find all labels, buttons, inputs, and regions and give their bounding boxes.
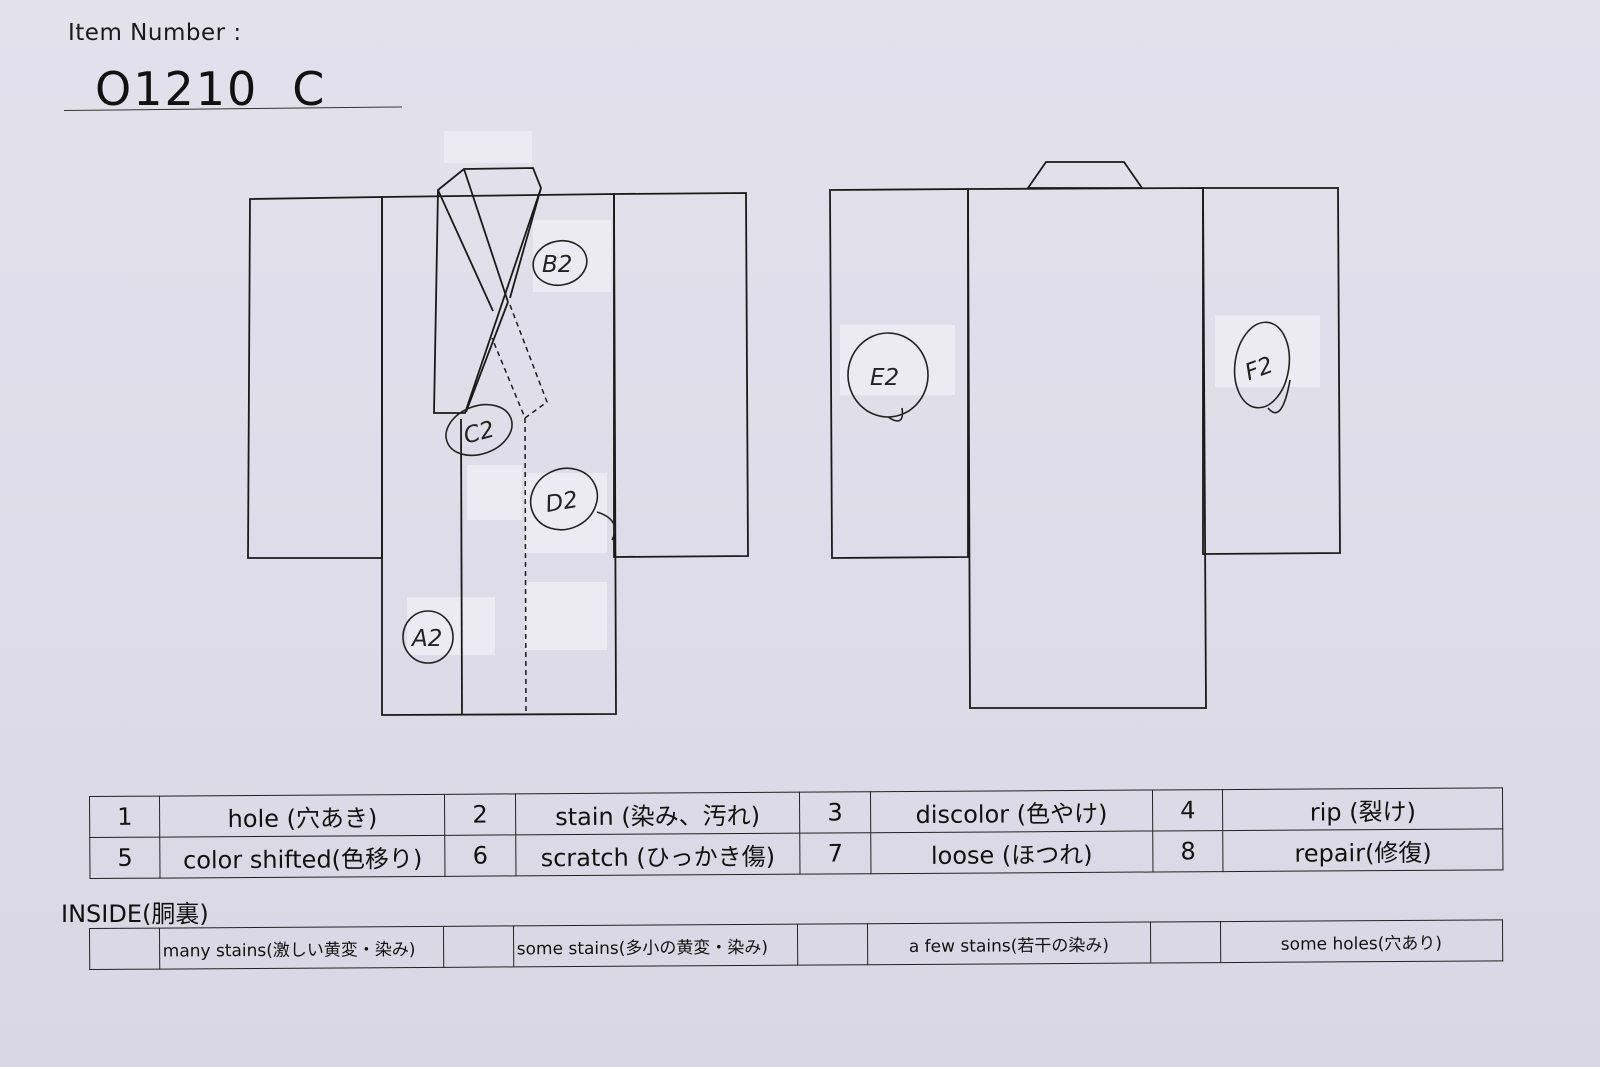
legend-num: 4 bbox=[1152, 789, 1224, 832]
legend-num: 1 bbox=[89, 796, 161, 838]
back-body bbox=[967, 187, 1207, 709]
inside-checkbox[interactable] bbox=[1150, 921, 1221, 964]
overlap-dashed-line bbox=[524, 417, 527, 715]
tape-patches bbox=[407, 131, 1320, 655]
tape-patch bbox=[840, 325, 955, 395]
item-number-suffix: C bbox=[292, 62, 327, 116]
marker-label-e2: E2 bbox=[870, 365, 899, 391]
marker-circle-c2 bbox=[445, 403, 513, 457]
tape-patch bbox=[525, 582, 607, 650]
front-right-sleeve bbox=[613, 192, 749, 558]
legend-label: hole (穴あき) bbox=[159, 794, 446, 838]
inside-lining-table: many stains(激しい黄変・染み) some stains(多小の黄変・… bbox=[89, 919, 1503, 970]
marker-label-a2: A2 bbox=[410, 626, 442, 652]
legend-row: 5 color shifted(色移り) 6 scratch (ひっかき傷) 7… bbox=[89, 828, 1503, 879]
damage-markers bbox=[402, 239, 1291, 664]
inside-row: many stains(激しい黄変・染み) some stains(多小の黄変・… bbox=[89, 919, 1503, 970]
tape-patch bbox=[444, 131, 532, 163]
front-body bbox=[381, 193, 617, 716]
marker-circle-d2 bbox=[529, 467, 599, 531]
tape-patch bbox=[467, 465, 522, 520]
marker-circle-a2 bbox=[402, 610, 454, 664]
marker-circle-b2 bbox=[532, 239, 588, 287]
back-collar bbox=[1026, 161, 1144, 189]
tape-patch bbox=[525, 473, 607, 553]
inside-checkbox[interactable] bbox=[443, 925, 514, 968]
item-number-value: O1210 C bbox=[95, 62, 326, 116]
inside-label: many stains(激しい黄変・染み) bbox=[159, 926, 444, 970]
marker-tail-d2 bbox=[596, 511, 616, 541]
legend-label: repair(修復) bbox=[1223, 828, 1503, 872]
legend-num: 7 bbox=[800, 832, 871, 875]
item-number-code: O1210 bbox=[95, 62, 259, 116]
legend-label: rip (裂け) bbox=[1222, 787, 1503, 831]
collar-cross-line bbox=[437, 189, 494, 312]
legend-num: 5 bbox=[89, 837, 161, 879]
legend-num: 6 bbox=[445, 834, 516, 877]
inner-collar-dashed bbox=[491, 304, 548, 420]
marker-label-c2: C2 bbox=[461, 417, 497, 450]
tape-patch bbox=[1215, 315, 1320, 387]
legend-label: loose (ほつれ) bbox=[870, 831, 1154, 874]
legend-label: discolor (色やけ) bbox=[870, 790, 1153, 833]
inside-label: a few stains(若干の染み) bbox=[867, 922, 1151, 965]
legend-num: 2 bbox=[444, 793, 516, 836]
legend-label: stain (染み、汚れ) bbox=[515, 792, 801, 835]
kimono-front bbox=[247, 167, 749, 716]
inside-label: some stains(多小の黄変・染み) bbox=[513, 924, 798, 967]
collar-inner-line bbox=[465, 301, 509, 413]
item-number-label: Item Number : bbox=[68, 20, 242, 46]
marker-label-d2: D2 bbox=[544, 487, 580, 518]
collar-fold-line bbox=[463, 168, 509, 303]
marker-tail-f2 bbox=[1267, 379, 1291, 414]
damage-legend-table: 1 hole (穴あき) 2 stain (染み、汚れ) 3 discolor … bbox=[89, 787, 1503, 879]
okumi-line bbox=[460, 418, 463, 715]
marker-label-b2: B2 bbox=[542, 252, 572, 278]
front-dashed-lines bbox=[491, 304, 548, 715]
marker-tail-e2 bbox=[887, 407, 904, 422]
back-left-sleeve bbox=[829, 188, 969, 559]
collar-right-edge bbox=[509, 187, 542, 299]
back-right-sleeve bbox=[1202, 187, 1341, 555]
front-collar-outline bbox=[433, 167, 542, 414]
legend-label: scratch (ひっかき傷) bbox=[515, 833, 801, 876]
tape-patch bbox=[533, 220, 611, 292]
legend-label: color shifted(色移り) bbox=[160, 835, 446, 879]
marker-circle-f2 bbox=[1233, 321, 1291, 409]
inside-checkbox[interactable] bbox=[797, 923, 868, 966]
legend-num: 3 bbox=[799, 791, 871, 834]
front-left-sleeve bbox=[247, 196, 383, 559]
inside-heading: INSIDE(胴裏) bbox=[61, 900, 209, 928]
kimono-back bbox=[829, 161, 1341, 709]
inside-checkbox[interactable] bbox=[89, 928, 160, 970]
legend-num: 8 bbox=[1152, 830, 1224, 873]
inside-label: some holes(穴あり) bbox=[1219, 919, 1503, 963]
